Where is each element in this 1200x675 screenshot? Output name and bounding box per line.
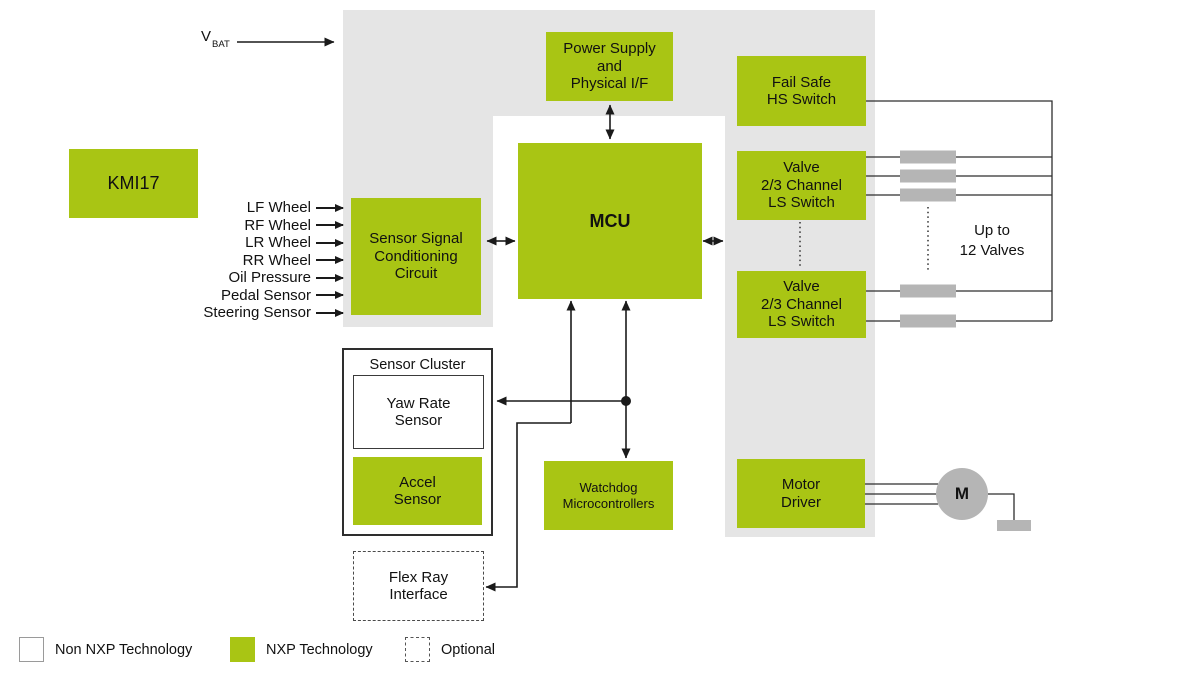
valve-coil	[900, 284, 956, 298]
sensor-input-row: Steering Sensor	[130, 304, 343, 322]
sensor-input-label: RR Wheel	[242, 251, 311, 269]
sensor-input-label: Steering Sensor	[203, 304, 311, 322]
arrow-right-icon	[316, 276, 343, 279]
failsafe-valve-bus	[866, 100, 1053, 321]
valve-coil	[900, 188, 956, 202]
arrow-right-icon	[316, 224, 343, 227]
legend-non-nxp-label: Non NXP Technology	[55, 641, 193, 658]
vbat-subscript: BAT	[212, 39, 230, 50]
sensor-input-row: RR Wheel	[130, 252, 343, 270]
valve-coil	[900, 169, 956, 183]
block-power-supply: Power Supply and Physical I/F	[546, 32, 673, 101]
legend-non-nxp-swatch	[19, 637, 44, 662]
motor-ground-wire	[988, 493, 1015, 520]
block-watchdog-microcontrollers: Watchdog Microcontrollers	[544, 461, 673, 530]
sensor-input-row: RF Wheel	[130, 217, 343, 235]
legend-optional-label: Optional	[441, 641, 496, 658]
legend-nxp: NXP Technology	[230, 637, 373, 662]
sensor-input-label: RF Wheel	[244, 216, 311, 234]
sensor-input-row: LR Wheel	[130, 234, 343, 252]
arrow-right-icon	[316, 294, 343, 297]
junction-dot	[621, 396, 631, 406]
block-valve-ls-switch-2: Valve 2/3 Channel LS Switch	[737, 271, 866, 338]
sensor-input-label: Pedal Sensor	[220, 286, 311, 304]
arrow-right-icon	[316, 311, 343, 314]
sensor-input-row: LF Wheel	[130, 199, 343, 217]
arrow-right-icon	[316, 259, 343, 262]
sensor-input-row: Pedal Sensor	[130, 287, 343, 305]
up-to-12-valves-label: Up to 12 Valves	[959, 222, 1025, 259]
sensor-input-label: Oil Pressure	[228, 269, 311, 287]
legend-optional-swatch	[405, 637, 430, 662]
vbat-label: VBAT	[201, 28, 230, 50]
vbat-main: V	[201, 28, 212, 45]
motor-m-label: M	[954, 484, 970, 503]
block-valve-ls-switch-1: Valve 2/3 Channel LS Switch	[737, 151, 866, 220]
legend-optional: Optional	[405, 637, 495, 662]
block-mcu: MCU	[518, 143, 702, 299]
motor-ground	[997, 520, 1031, 531]
block-yaw-rate-sensor: Yaw Rate Sensor	[353, 375, 484, 449]
valve-coil	[900, 314, 956, 328]
block-flex-ray-interface: Flex Ray Interface	[353, 551, 484, 621]
sensor-input-row: Oil Pressure	[130, 269, 343, 287]
block-kmi17: KMI17	[69, 149, 198, 218]
block-motor-driver: Motor Driver	[737, 459, 865, 528]
legend-non-nxp: Non NXP Technology	[19, 637, 192, 662]
arrow-right-icon	[316, 206, 343, 209]
block-sensor-signal-conditioning: Sensor Signal Conditioning Circuit	[351, 198, 481, 315]
block-fail-safe-hs-switch: Fail Safe HS Switch	[737, 56, 866, 126]
sensor-input-label: LR Wheel	[245, 234, 311, 252]
block-accel-sensor: Accel Sensor	[353, 457, 482, 525]
arrow-right-icon	[316, 241, 343, 244]
valve-coil	[900, 150, 956, 164]
legend-nxp-label: NXP Technology	[266, 641, 373, 658]
sensor-input-label: LF Wheel	[246, 199, 311, 217]
legend-nxp-swatch	[230, 637, 255, 662]
